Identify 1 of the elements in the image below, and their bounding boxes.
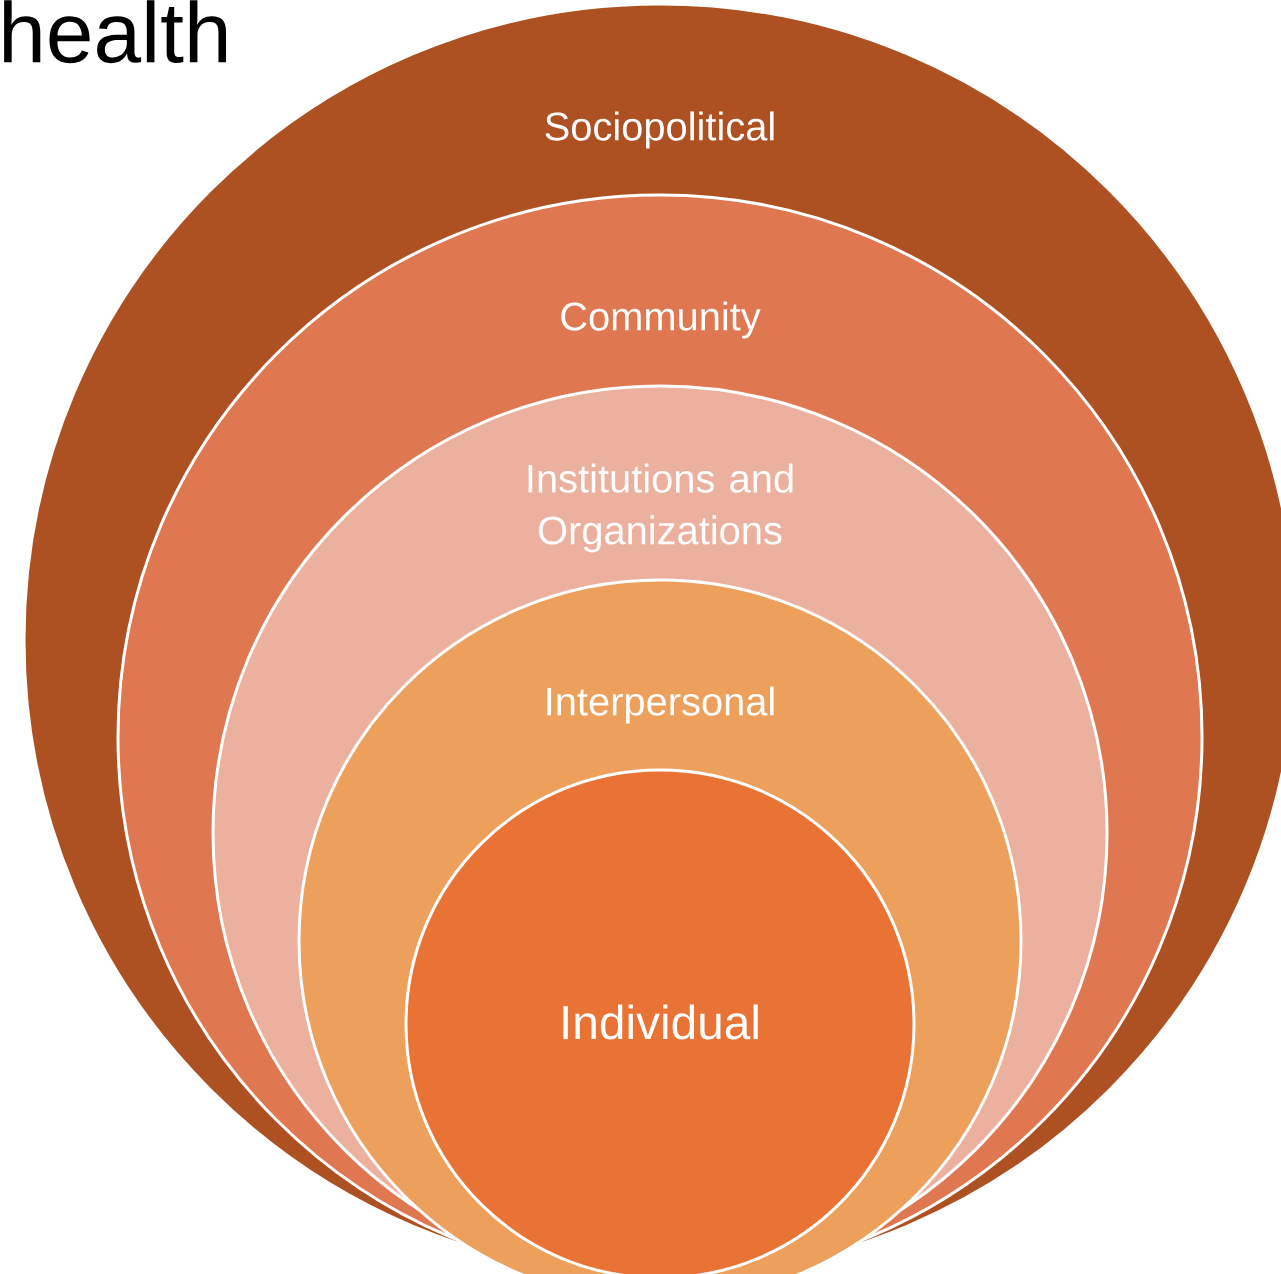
ring: Individual	[404, 768, 916, 1274]
